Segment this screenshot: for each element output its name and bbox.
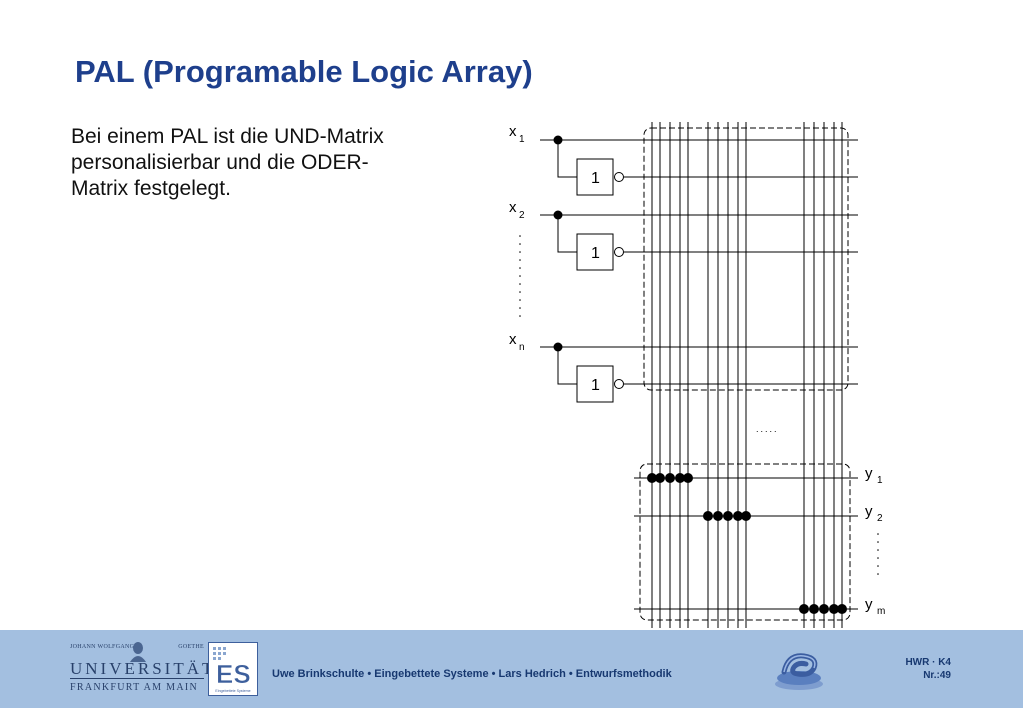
input-label: x (509, 123, 517, 140)
page-reference: HWR · K4 Nr.:49 (905, 656, 951, 682)
output-label: y (865, 503, 873, 520)
product-lines (651, 122, 843, 628)
input-subscript: n (519, 342, 525, 353)
ellipsis-dot (519, 235, 521, 237)
body-line: Matrix festgelegt. (71, 177, 231, 200)
ellipsis-dot (519, 299, 521, 301)
gate-branch (557, 215, 577, 253)
uni-top-right: GOETHE (178, 644, 204, 650)
inversion-bubble (614, 172, 624, 182)
or-connection-dot (837, 604, 847, 614)
ellipsis-dot (519, 291, 521, 293)
gate-branch (557, 347, 577, 385)
ellipsis-dot (877, 557, 879, 559)
gate-label: 1 (591, 170, 600, 187)
matrix-frames (639, 127, 851, 621)
output-subscript: m (877, 606, 885, 617)
output-subscript: 2 (877, 513, 883, 524)
ellipsis-dot (519, 307, 521, 309)
ellipsis-dot (877, 533, 879, 535)
slide-title: PAL (Programable Logic Array) (75, 54, 533, 89)
or-connection-dot (829, 604, 839, 614)
inverter-gate (576, 365, 614, 403)
footer: JOHANN WOLFGANG GOETHE UNIVERSITÄT FRANK… (0, 630, 1023, 708)
vertical-ellipses (519, 235, 879, 575)
or-connection-dot (733, 511, 743, 521)
output-label: y (865, 596, 873, 613)
middle-ellipsis: ..... (756, 424, 779, 434)
or-matrix-frame (639, 463, 851, 621)
page-ref-chapter: HWR · K4 (905, 657, 951, 668)
or-connection-dot (675, 473, 685, 483)
gate-label: 1 (591, 377, 600, 394)
or-connection-dot (799, 604, 809, 614)
ellipsis-dot (519, 243, 521, 245)
or-connection-dot (723, 511, 733, 521)
ellipsis-dot (519, 315, 521, 317)
connection-dots (553, 135, 847, 614)
goethe-portrait-icon (130, 642, 146, 662)
or-connection-dot (647, 473, 657, 483)
inverter-gates: 1 1 1 (576, 158, 624, 403)
junction-dot (553, 135, 563, 145)
inversion-bubble (614, 379, 624, 389)
or-connection-dot (713, 511, 723, 521)
ellipsis-dot (519, 267, 521, 269)
inverter-gate (576, 233, 614, 271)
ellipsis-dot (877, 541, 879, 543)
or-connection-dot (655, 473, 665, 483)
gate-label: 1 (591, 245, 600, 262)
or-connection-dot (809, 604, 819, 614)
page-ref-number: Nr.:49 (923, 670, 951, 681)
inverter-gate (576, 158, 614, 196)
uni-name: UNIVERSITÄT (70, 659, 216, 678)
input-label: x (509, 331, 517, 348)
output-subscript: 1 (877, 475, 883, 486)
uni-top-left: JOHANN WOLFGANG (70, 644, 135, 650)
body-line: personalisierbar und die ODER- (71, 151, 369, 174)
or-connection-dot (665, 473, 675, 483)
ellipsis-dot (519, 259, 521, 261)
ellipsis-dot (877, 565, 879, 567)
ellipsis-dot (877, 549, 879, 551)
footer-credits: Uwe Brinkschulte • Eingebettete Systeme … (272, 668, 672, 680)
inversion-bubble (614, 247, 624, 257)
ellipsis-dot (519, 275, 521, 277)
gate-branch (557, 140, 577, 178)
university-logo: JOHANN WOLFGANG GOETHE UNIVERSITÄT FRANK… (70, 640, 212, 698)
input-subscript: 1 (519, 134, 525, 145)
output-label: y (865, 465, 873, 482)
ellipsis-dot (877, 573, 879, 575)
uni-city: FRANKFURT AM MAIN (70, 682, 199, 693)
ellipsis-dot (519, 251, 521, 253)
or-connection-dot (703, 511, 713, 521)
junction-dot (553, 210, 563, 220)
es-logo-icon: ES Eingebettete Systeme (208, 642, 258, 696)
or-connection-dot (683, 473, 693, 483)
or-connection-dot (741, 511, 751, 521)
ellipsis-dot (519, 283, 521, 285)
junction-dot (553, 342, 563, 352)
es-caption: Eingebettete Systeme (215, 689, 250, 693)
body-text: Bei einem PAL ist die UND-Matrix persona… (71, 124, 471, 202)
es-letters: ES (216, 659, 251, 689)
or-connection-dot (819, 604, 829, 614)
hwr-logo-icon (775, 653, 823, 690)
input-subscript: 2 (519, 210, 525, 221)
input-label: x (509, 199, 517, 216)
body-line: Bei einem PAL ist die UND-Matrix (71, 125, 384, 148)
